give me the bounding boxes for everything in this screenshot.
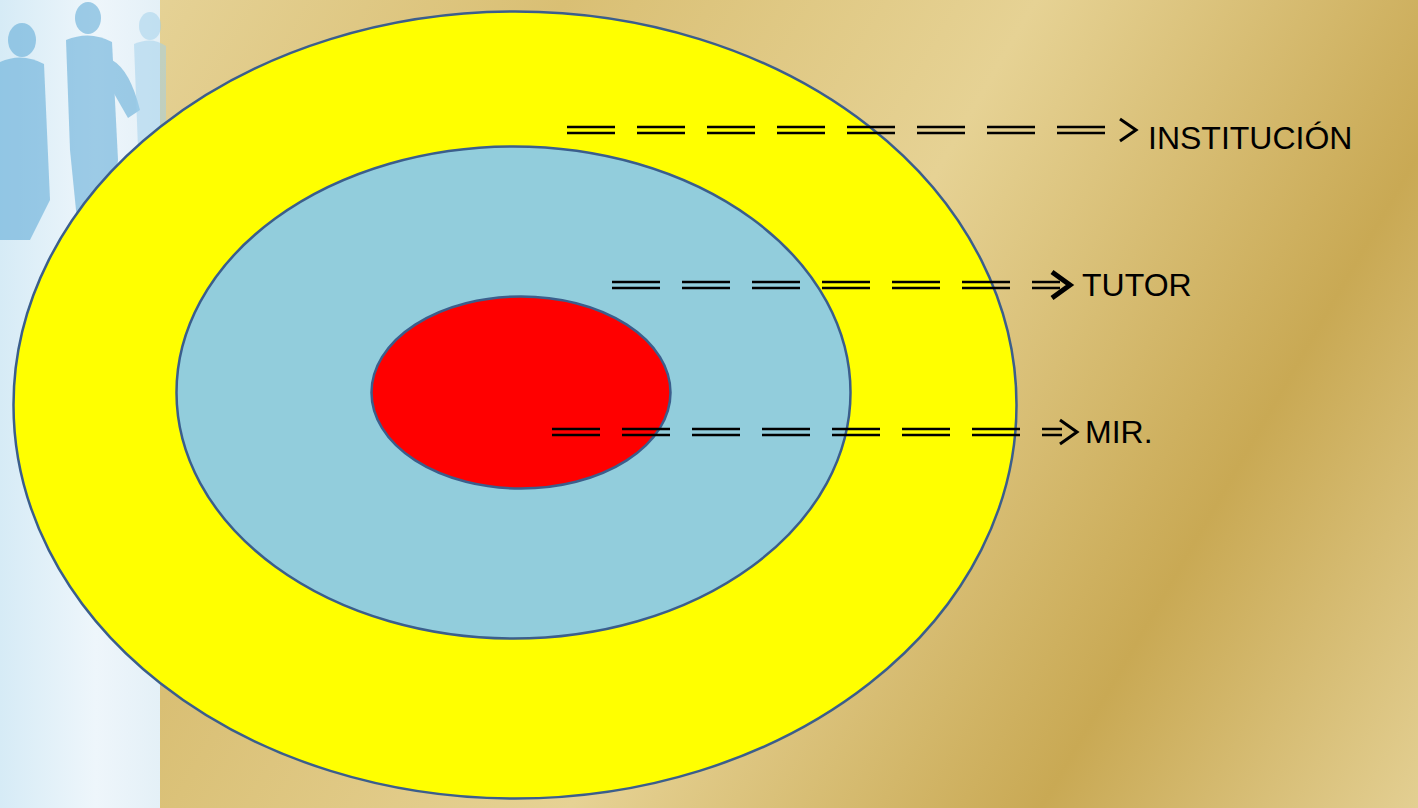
nested-ellipse: INSTITUCIÓNTUTORMIR. (12, 10, 1018, 800)
callout-label: MIR. (1085, 414, 1153, 451)
callout-label: TUTOR (1082, 267, 1192, 304)
nested-ellipse: MIR. (370, 295, 672, 490)
ellipse-outline (370, 295, 672, 490)
callout-label: INSTITUCIÓN (1148, 120, 1352, 157)
nested-ellipse: TUTORMIR. (175, 145, 852, 640)
